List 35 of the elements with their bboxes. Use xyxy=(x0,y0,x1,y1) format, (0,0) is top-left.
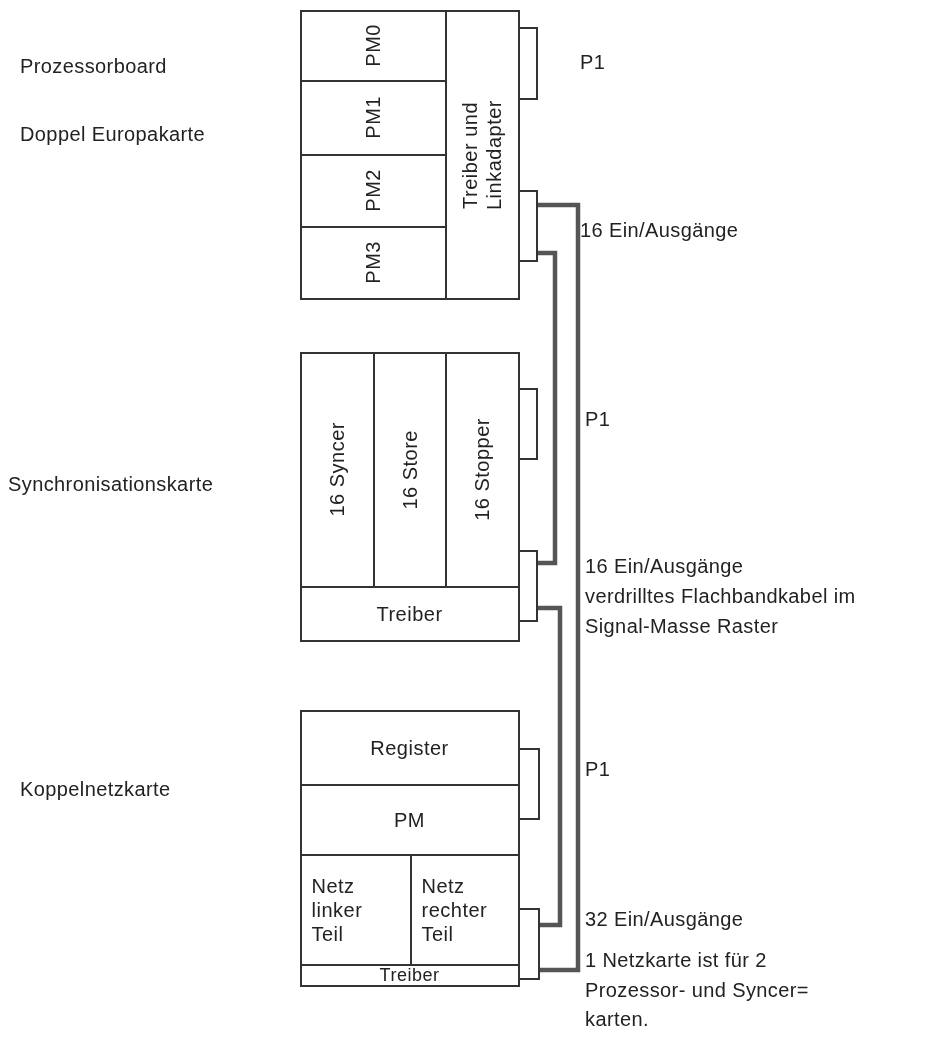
node-label: PM3 xyxy=(361,241,385,284)
side-label: 16 Ein/Ausgänge xyxy=(580,218,739,243)
connector-symbol xyxy=(518,27,538,100)
node-label: Register xyxy=(370,735,449,760)
node-label: PM1 xyxy=(361,96,385,139)
cable-line xyxy=(538,605,563,928)
side-label: 32 Ein/Ausgänge xyxy=(585,907,744,932)
cable-line xyxy=(538,202,581,973)
node-label: Treiber xyxy=(376,601,443,626)
side-label: 16 Ein/Ausgänge xyxy=(585,554,744,579)
node-label: PM xyxy=(394,807,425,832)
side-label: P1 xyxy=(585,757,611,782)
node-label: PM2 xyxy=(361,169,385,212)
node-label: Netz rechter Teil xyxy=(421,873,488,946)
card-title: Prozessorboard xyxy=(20,54,168,79)
note-text: verdrilltes Flachbandkabel im Signal-Masse Raster xyxy=(585,584,857,639)
connector-symbol xyxy=(518,748,540,820)
cable-line xyxy=(538,250,558,566)
connector-symbol xyxy=(518,388,538,460)
node-label: PM0 xyxy=(361,24,385,67)
connector-symbol xyxy=(518,908,540,980)
side-label: P1 xyxy=(580,50,606,75)
node-label: 16 Stopper xyxy=(470,418,494,521)
card-title: Koppelnetzkarte xyxy=(20,777,172,802)
node-label: Treiber xyxy=(379,966,440,984)
node-label: 16 Syncer xyxy=(325,422,349,517)
connector-symbol xyxy=(518,190,538,262)
note-text: 1 Netzkarte ist für 2 Prozessor- und Syncer= karten. xyxy=(585,948,810,1033)
connector-symbol xyxy=(518,550,538,622)
node-label: Treiber und Linkadapter xyxy=(458,98,506,212)
node-label: 16 Store xyxy=(397,429,422,510)
node-label: Netz linker Teil xyxy=(311,873,363,946)
card-title: Synchronisationskarte xyxy=(8,472,215,497)
card-title: Doppel Europakarte xyxy=(20,122,207,147)
side-label: P1 xyxy=(585,407,611,432)
